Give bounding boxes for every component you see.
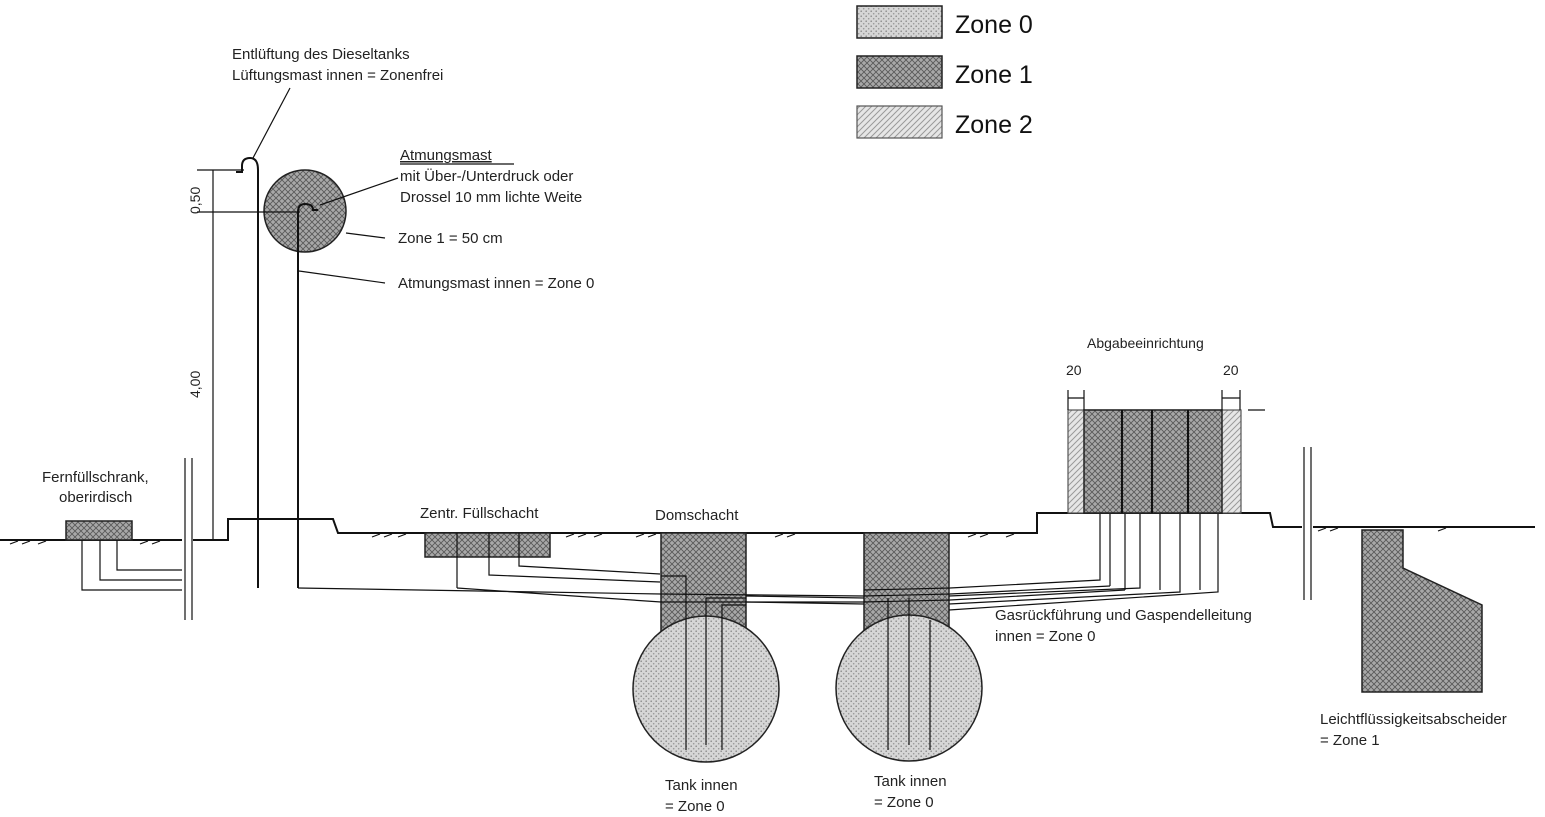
label-dim-20-right: 20	[1223, 362, 1239, 378]
dispenser	[1067, 390, 1265, 514]
legend-swatch-zone0	[856, 5, 943, 39]
separator	[1361, 529, 1483, 693]
label-breathing-mast-inner: Atmungsmast innen = Zone 0	[398, 275, 594, 292]
label-zone1-radius: Zone 1 = 50 cm	[398, 230, 503, 247]
vent-masts: 0,50 4,00	[187, 156, 347, 588]
legend-label-zone0: Zone 0	[955, 11, 1033, 39]
label-separator-1: Leichtflüssigkeitsabscheider	[1320, 711, 1507, 728]
ground-line	[0, 447, 1535, 620]
leader-lines	[252, 87, 399, 284]
dim-050-label: 0,50	[187, 187, 203, 214]
label-remote-fill-2: oberirdisch	[59, 489, 132, 506]
label-central-fill-shaft: Zentr. Füllschacht	[420, 505, 539, 522]
label-separator-2: = Zone 1	[1320, 732, 1380, 749]
tank-1	[632, 532, 780, 763]
remote-fill-cabinet	[65, 520, 182, 591]
label-gas-return-2: innen = Zone 0	[995, 628, 1096, 645]
text-labels: Entlüftung des Dieseltanks Lüftungsmast …	[42, 46, 1507, 815]
label-breathing-mast-3: Drossel 10 mm lichte Weite	[400, 189, 582, 206]
pipe-network	[297, 513, 1219, 620]
legend: Zone 0 Zone 1 Zone 2	[856, 5, 1033, 139]
label-tank2-1: Tank innen	[874, 773, 947, 790]
label-dome-shaft: Domschacht	[655, 507, 739, 524]
label-dispenser: Abgabeeinrichtung	[1087, 335, 1204, 351]
label-diesel-vent-2: Lüftungsmast innen = Zonenfrei	[232, 67, 443, 84]
label-tank2-2: = Zone 0	[874, 794, 934, 811]
label-breathing-mast-title: Atmungsmast	[400, 147, 493, 164]
dim-400-label: 4,00	[187, 371, 203, 398]
label-tank1-2: = Zone 0	[665, 798, 725, 815]
legend-label-zone2: Zone 2	[955, 111, 1033, 139]
label-dim-20-left: 20	[1066, 362, 1082, 378]
breathing-mast-zone1-circle	[263, 169, 347, 253]
label-gas-return-1: Gasrückführung und Gaspendelleitung	[995, 607, 1252, 624]
label-remote-fill-1: Fernfüllschrank,	[42, 469, 149, 486]
tank-2	[835, 532, 983, 762]
breathing-mast	[297, 202, 318, 588]
label-diesel-vent-1: Entlüftung des Dieseltanks	[232, 46, 410, 63]
label-tank1-1: Tank innen	[665, 777, 738, 794]
legend-label-zone1: Zone 1	[955, 61, 1033, 89]
legend-swatch-zone2	[856, 105, 943, 139]
diesel-vent-mast	[236, 156, 259, 588]
central-fill-shaft	[424, 532, 661, 588]
label-breathing-mast-2: mit Über-/Unterdruck oder	[400, 167, 573, 185]
legend-swatch-zone1	[856, 55, 943, 89]
